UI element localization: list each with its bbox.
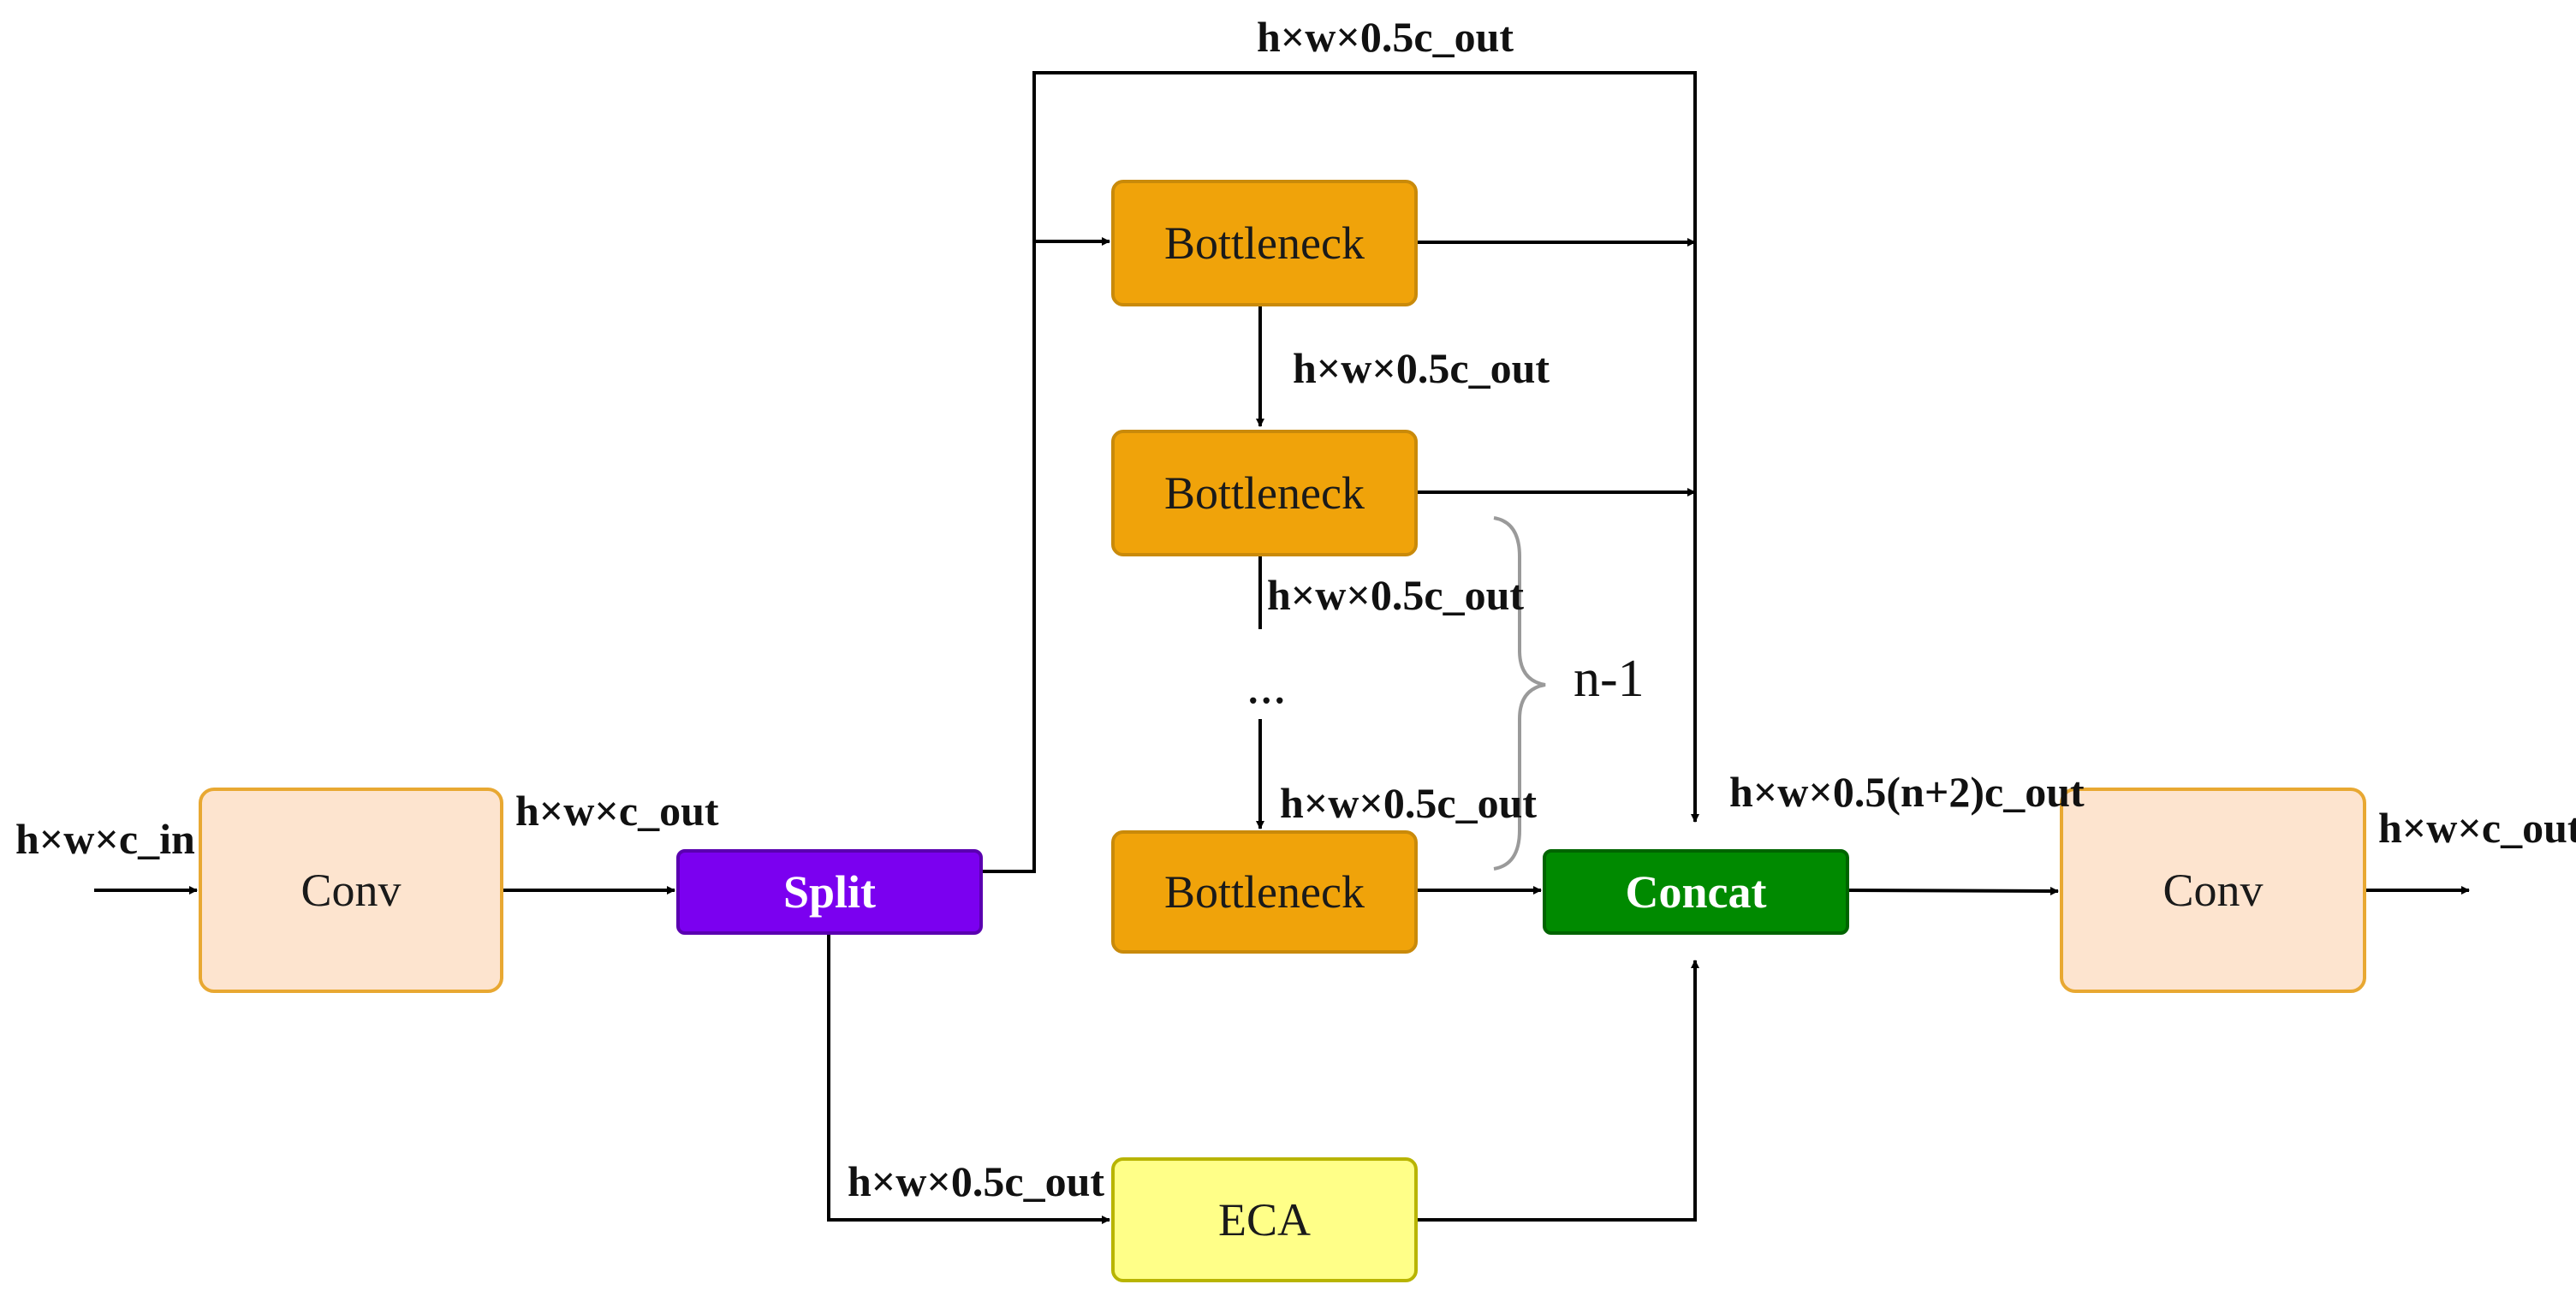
bottleneck-n-label: Bottleneck bbox=[1164, 866, 1365, 918]
bottleneck-1-label: Bottleneck bbox=[1164, 217, 1365, 269]
top-branch-dim-label: h×w×0.5c_out bbox=[1257, 13, 1514, 61]
edge-concat-convout bbox=[1848, 886, 2059, 895]
concat-label: Concat bbox=[1625, 866, 1767, 918]
eca-branch-dim-label: h×w×0.5c_out bbox=[848, 1157, 1105, 1205]
bottleneck-block-1: Bottleneck bbox=[1111, 180, 1418, 306]
input-dim-label: h×w×c_in bbox=[15, 815, 195, 863]
concat-block: Concat bbox=[1543, 849, 1849, 935]
eca-block: ECA bbox=[1111, 1157, 1418, 1282]
above-bn-dim-label: h×w×0.5c_out bbox=[1280, 779, 1538, 827]
concat-out-dim-label: h×w×0.5(n+2)c_out bbox=[1729, 768, 2085, 816]
repeat-brace bbox=[1493, 516, 1546, 871]
repeat-count-label: n-1 bbox=[1574, 650, 1645, 708]
eca-label: ECA bbox=[1218, 1194, 1311, 1246]
conv-input-block: Conv bbox=[199, 788, 503, 993]
edge-eca-concat bbox=[1418, 960, 1699, 1222]
split-block: Split bbox=[676, 849, 983, 935]
below-b2-dim-label: h×w×0.5c_out bbox=[1267, 571, 1525, 619]
conv-output-block: Conv bbox=[2060, 788, 2366, 993]
ellipsis-label: ... bbox=[1246, 657, 1287, 715]
bottleneck-2-label: Bottleneck bbox=[1164, 467, 1365, 519]
split-label: Split bbox=[782, 866, 877, 918]
edge-split-top-branch bbox=[983, 71, 1699, 873]
bottleneck-block-2: Bottleneck bbox=[1111, 430, 1418, 556]
edge-split-eca bbox=[827, 935, 1110, 1224]
bottleneck-block-n: Bottleneck bbox=[1111, 830, 1418, 954]
b1-b2-dim-label: h×w×0.5c_out bbox=[1293, 344, 1550, 392]
conv-out-dim-label: h×w×c_out bbox=[515, 787, 719, 835]
conv-output-label: Conv bbox=[2163, 865, 2264, 916]
conv-input-label: Conv bbox=[300, 865, 402, 916]
output-dim-label: h×w×c_out bbox=[2378, 804, 2576, 852]
